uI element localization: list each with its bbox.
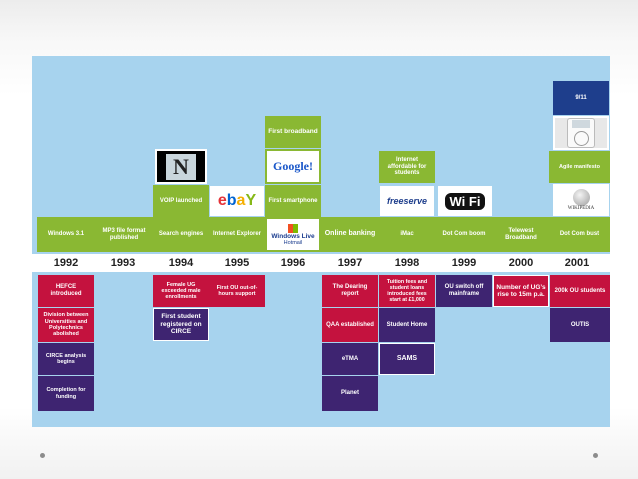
google-logo-icon: Google! [265, 149, 321, 184]
tech-internet-explorer: Internet Explorer [209, 217, 265, 252]
ou-planet: Planet [322, 376, 378, 411]
tech-first-smartphone: First smartphone [265, 185, 321, 217]
year-1997: 1997 [337, 257, 363, 269]
windows-live-hotmail-logo-icon: Windows Live Hotmail [267, 219, 319, 250]
year-1994: 1994 [168, 257, 194, 269]
wifi-logo-icon: Wi Fi [438, 186, 492, 216]
tech-windows-3-1: Windows 3.1 [37, 217, 95, 252]
ou-etma: eTMA [322, 343, 378, 375]
ou-student-home: Student Home [379, 308, 435, 342]
timeline-panel: Windows 3.1 MP3 file format published Se… [32, 56, 610, 427]
ou-mainframe-off: OU switch off mainframe [436, 275, 492, 307]
ou-qaa-established: QAA established [322, 308, 378, 342]
year-1992: 1992 [53, 257, 79, 269]
ou-dearing-report: The Dearing report [322, 275, 378, 307]
ou-ug-rise: Number of UG’s rise to 15m p.a. [493, 275, 549, 307]
ou-200k-students: 200k OU students [550, 275, 610, 307]
tech-telewest: Telewest Broadband [493, 217, 549, 252]
year-1996: 1996 [280, 257, 306, 269]
netscape-logo-icon: N [155, 149, 207, 184]
tech-online-banking: Online banking [321, 217, 379, 252]
year-2000: 2000 [508, 257, 534, 269]
slide-dot-left [40, 453, 45, 458]
ou-completion-funding: Completion for funding [38, 376, 94, 411]
wikipedia-logo-icon: WIKIPEDIA [553, 184, 609, 216]
year-1993: 1993 [110, 257, 136, 269]
event-9-11: 9/11 [553, 81, 609, 115]
year-band [32, 254, 610, 272]
tech-mp3: MP3 file format published [95, 217, 153, 252]
ou-circe-analysis: CIRCE analysis begins [38, 343, 94, 375]
ou-outis: OUTIS [550, 308, 610, 342]
tech-internet-affordable: Internet affordable for students [379, 151, 435, 183]
tech-agile-manifesto: Agile manifesto [549, 151, 610, 183]
windows-flag-icon [288, 223, 298, 233]
tech-dotcom-bust: Dot Com bust [549, 217, 610, 252]
tech-search-engines: Search engines [153, 217, 209, 252]
tech-imac: iMac [379, 217, 435, 252]
ou-tuition-fees: Tuition fees and student loans introduce… [379, 275, 435, 307]
ou-division-abolished: Division between Universities and Polyte… [38, 308, 94, 342]
freeserve-logo-icon: freeserve [380, 186, 434, 216]
ou-first-student-circe: First student registered on CIRCE [153, 308, 209, 341]
tech-voip: VOIP launched [153, 185, 209, 217]
ou-sams: SAMS [379, 343, 435, 375]
tech-first-broadband: First broadband [265, 116, 321, 148]
year-2001: 2001 [564, 257, 590, 269]
year-1999: 1999 [451, 257, 477, 269]
slide-dot-right [593, 453, 598, 458]
year-1998: 1998 [394, 257, 420, 269]
ou-hefce: HEFCE introduced [38, 275, 94, 307]
tech-dotcom-boom: Dot Com boom [435, 217, 493, 252]
year-1995: 1995 [224, 257, 250, 269]
ou-out-of-hours-support: First OU out-of-hours support [209, 275, 265, 307]
ou-female-ug: Female UG exceeded male enrollments [153, 275, 209, 307]
ipod-logo-icon [553, 116, 609, 150]
